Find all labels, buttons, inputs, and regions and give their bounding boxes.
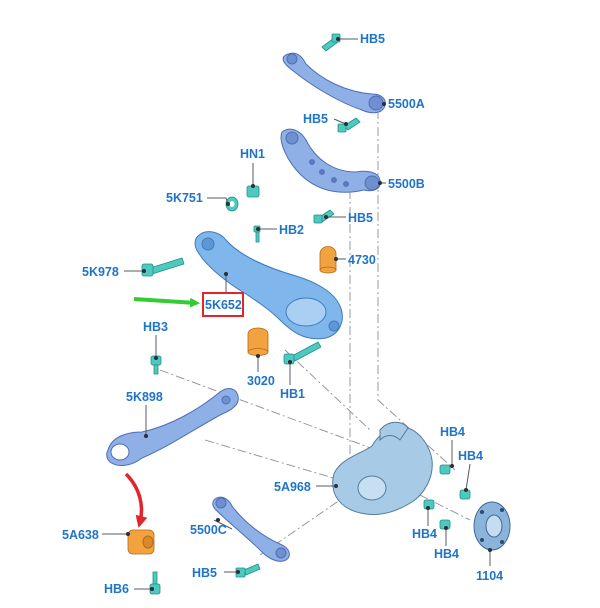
bump-stop-4730 [319, 246, 337, 274]
label-hb5-b: HB5 [348, 211, 373, 225]
wheel-hub-1104 [473, 501, 511, 551]
trailing-arm-5k898 [106, 388, 239, 466]
label-3020: 3020 [247, 374, 275, 388]
bolt-5k978 [141, 257, 185, 277]
label-5k898: 5K898 [126, 390, 163, 404]
label-5500b: 5500B [388, 177, 425, 191]
upper-arm-5500b [280, 128, 381, 224]
label-hn1: HN1 [240, 147, 265, 161]
label-hb4-c: HB4 [412, 527, 437, 541]
part-labels: HB5 5500A HB5 HN1 5500B 5K751 HB5 HB2 5K… [62, 32, 503, 596]
label-5500c: 5500C [190, 523, 227, 537]
lower-link-5500c [212, 496, 290, 562]
label-hb5-bottom: HB5 [192, 566, 217, 580]
label-5a968: 5A968 [274, 480, 311, 494]
label-hb4-a: HB4 [440, 425, 465, 439]
label-hb1: HB1 [280, 387, 305, 401]
isolator-3020 [247, 327, 269, 356]
label-hb5-mid: HB5 [303, 112, 328, 126]
bolt-hb3 [150, 355, 162, 375]
green-arrow [133, 297, 200, 308]
label-4730: 4730 [348, 253, 376, 267]
knuckle-5a968 [332, 421, 433, 515]
bolt-hb5-bottom [235, 563, 261, 578]
red-arrow [124, 472, 148, 528]
label-5k652: 5K652 [205, 298, 242, 312]
label-5500a: 5500A [388, 97, 425, 111]
label-hb3: HB3 [143, 320, 168, 334]
label-hb4-d: HB4 [434, 547, 459, 561]
label-hb4-b: HB4 [458, 449, 483, 463]
label-hb2: HB2 [279, 223, 304, 237]
upper-arm-5500a [282, 33, 386, 133]
lower-arm-5k652 [194, 231, 343, 340]
label-5k751: 5K751 [166, 191, 203, 205]
highlight-box [202, 292, 244, 317]
label-hb5-top: HB5 [360, 32, 385, 46]
label-5k978: 5K978 [82, 265, 119, 279]
label-5a638: 5A638 [62, 528, 99, 542]
bolt-hb6 [149, 571, 161, 595]
bolt-hb4-a [439, 464, 451, 475]
washer-5k751 [225, 196, 239, 212]
label-hb6: HB6 [104, 582, 129, 596]
bushing-5a638 [127, 529, 155, 555]
leader-lines [102, 37, 492, 591]
label-1104: 1104 [476, 569, 503, 583]
